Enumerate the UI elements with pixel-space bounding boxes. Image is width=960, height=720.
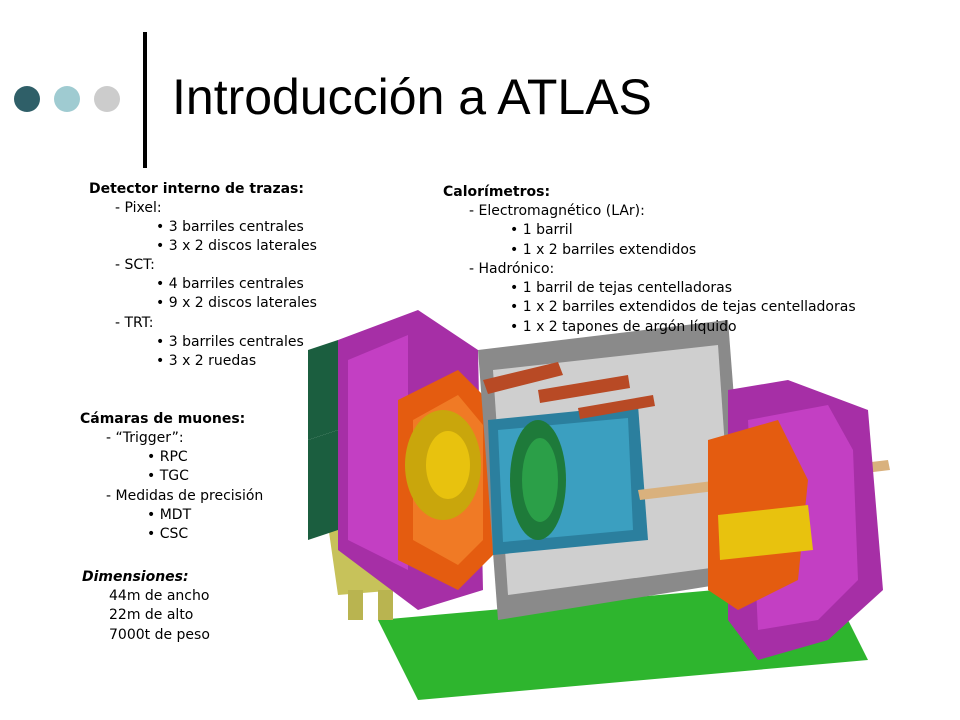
- list-item: 1 barril: [510, 221, 573, 240]
- calorimeters-em: - Electromagnético (LAr):: [469, 203, 645, 219]
- muons-precision: - Medidas de precisión: [106, 488, 264, 504]
- list-item: 1 x 2 tapones de argón líquido: [510, 318, 737, 337]
- list-item: 7000t de peso: [109, 627, 210, 643]
- list-item: MDT: [147, 506, 191, 525]
- list-item: 1 x 2 barriles extendidos de tejas cente…: [510, 298, 856, 317]
- list-item: 3 x 2 discos laterales: [156, 237, 317, 256]
- tracker-trt: - TRT:: [115, 315, 154, 331]
- atlas-detector-cutaway-icon: [308, 310, 890, 700]
- tracker-heading: Detector interno de trazas:: [89, 181, 304, 197]
- muons-heading: Cámaras de muones:: [80, 411, 246, 427]
- list-item: 1 x 2 barriles extendidos: [510, 241, 696, 260]
- list-item: 3 barriles centrales: [156, 218, 304, 237]
- list-item: RPC: [147, 448, 188, 467]
- dimensions-heading: Dimensiones:: [82, 569, 189, 585]
- list-item: 4 barriles centrales: [156, 275, 304, 294]
- list-item: 9 x 2 discos laterales: [156, 294, 317, 313]
- list-item: 3 x 2 ruedas: [156, 352, 256, 371]
- list-item: 22m de alto: [109, 607, 194, 623]
- dot-teal: [54, 86, 80, 112]
- tracker-sct: - SCT:: [115, 257, 155, 273]
- title-divider: [143, 32, 147, 168]
- list-item: 1 barril de tejas centelladoras: [510, 279, 732, 298]
- calorimeters-had: - Hadrónico:: [469, 261, 555, 277]
- list-item: CSC: [147, 525, 188, 544]
- dot-gray: [94, 86, 120, 112]
- page-title: Introducción a ATLAS: [172, 69, 652, 125]
- muons-trigger: - “Trigger”:: [106, 430, 184, 446]
- list-item: 44m de ancho: [109, 588, 210, 604]
- tracker-pixel: - Pixel:: [115, 200, 162, 216]
- dot-dark: [14, 86, 40, 112]
- calorimeters-heading: Calorímetros:: [443, 184, 551, 200]
- list-item: TGC: [147, 467, 189, 486]
- list-item: 3 barriles centrales: [156, 333, 304, 352]
